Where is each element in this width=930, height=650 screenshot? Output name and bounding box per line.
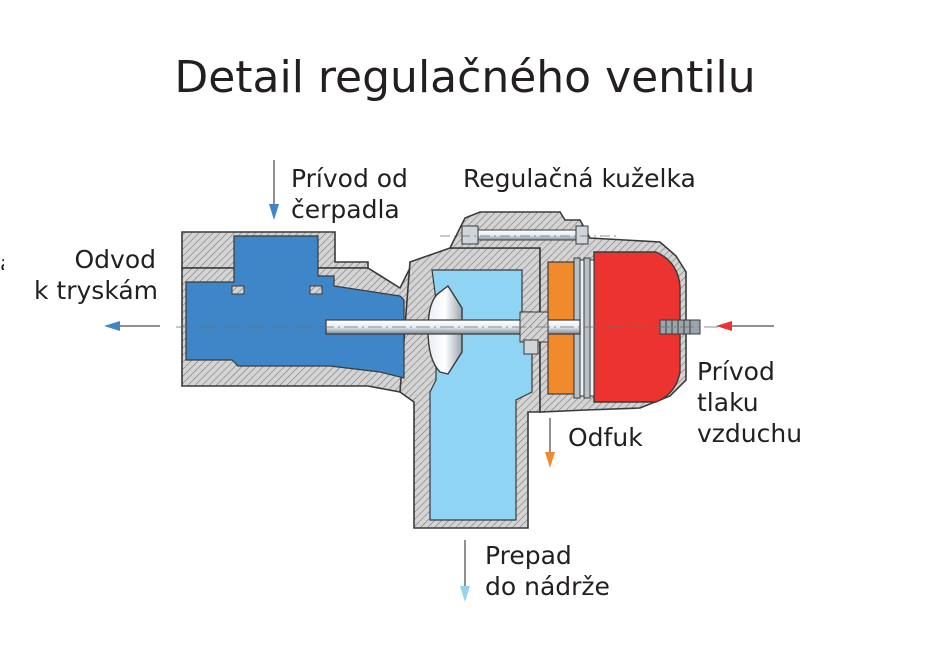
page-title: Detail regulačného ventilu	[174, 52, 756, 103]
label-overflow-line-1: Prepad	[485, 541, 572, 570]
arrow-outlet-to-nozzles	[104, 321, 160, 331]
inlet-water-region	[185, 235, 405, 379]
label-inlet-line-2: čerpadla	[291, 195, 400, 224]
label-air-pressure-supply: Prívod tlaku vzduchu	[697, 356, 802, 449]
label-air-line-3: vzduchu	[697, 419, 803, 448]
tie-rod-nut-right	[575, 225, 589, 245]
stem-seal	[523, 339, 539, 355]
label-outlet-line-1: Odvod	[74, 245, 156, 274]
label-outlet-line-2: k tryskám	[34, 276, 159, 305]
arrow-overflow	[460, 540, 470, 602]
arrow-air-pressure	[716, 321, 774, 331]
label-overflow-to-tank: Prepad do nádrže	[485, 540, 610, 602]
label-inlet-from-pump: Prívod od čerpadla	[291, 163, 408, 225]
label-overflow-line-2: do nádrže	[485, 572, 610, 601]
tie-rod-nut-left	[461, 225, 479, 245]
label-outlet-to-nozzles: Odvod k tryskám	[34, 244, 159, 306]
label-vent: Odfuk	[568, 423, 643, 452]
tie-rod	[477, 229, 583, 241]
inlet-rib-2	[309, 285, 323, 295]
arrow-vent	[545, 418, 555, 468]
inlet-rib	[231, 285, 245, 295]
clipped-text-fragment: a	[0, 252, 4, 270]
label-air-line-1: Prívod	[697, 357, 775, 386]
label-regulating-cone: Regulačná kuželka	[463, 164, 696, 193]
label-inlet-line-1: Prívod od	[291, 164, 408, 193]
inlet-channel	[185, 235, 405, 379]
arrow-inlet-from-pump	[269, 160, 279, 220]
label-air-line-2: tlaku	[697, 388, 759, 417]
